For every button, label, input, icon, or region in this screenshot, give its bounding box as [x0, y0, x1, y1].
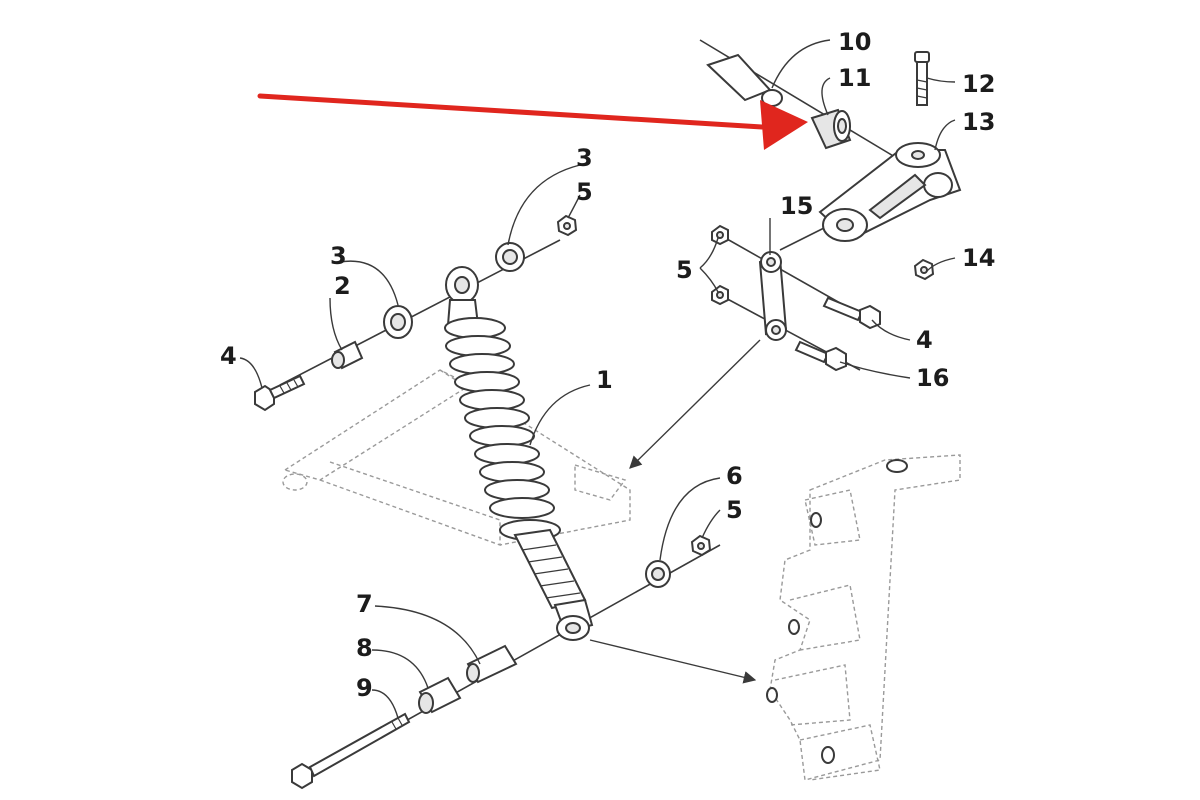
callout-7: 7 [356, 590, 373, 618]
bushing-3-left [383, 305, 413, 339]
callout-4-left: 4 [220, 342, 237, 370]
callout-leaders [239, 39, 956, 719]
callout-1: 1 [596, 366, 613, 394]
callout-9: 9 [356, 674, 373, 702]
spacer-7 [466, 644, 518, 684]
shock-absorber [444, 266, 594, 641]
nut-5-top [556, 214, 578, 237]
bolt-12 [914, 51, 930, 106]
callout-2: 2 [334, 272, 351, 300]
spacer-8 [418, 676, 462, 714]
callout-4-right: 4 [916, 326, 933, 354]
bushing-11-highlighted [810, 108, 852, 150]
callout-12: 12 [962, 70, 995, 98]
steering-knuckle-outline [766, 454, 961, 781]
bolt-9 [291, 712, 411, 790]
nut-5-link-lower [711, 284, 729, 306]
a-arm-frame-outline [282, 369, 631, 546]
callout-15: 15 [780, 192, 813, 220]
bolt-16 [794, 340, 847, 372]
callout-3-right: 3 [576, 144, 593, 172]
nut-5-bottom [690, 534, 712, 557]
install-arrows [589, 339, 761, 684]
highlight-arrow [257, 93, 808, 150]
callout-6: 6 [726, 462, 743, 490]
callout-10: 10 [838, 28, 871, 56]
nut-14 [913, 258, 935, 281]
callout-11: 11 [838, 64, 871, 92]
callout-5-bottom: 5 [726, 496, 743, 524]
cable-end-10 [706, 53, 783, 107]
rocker-arm-13 [818, 142, 962, 242]
callout-5-top: 5 [576, 178, 593, 206]
callout-13: 13 [962, 108, 995, 136]
callout-14: 14 [962, 244, 995, 272]
callout-16: 16 [916, 364, 949, 392]
bolt-4-left [254, 374, 306, 412]
bushing-3-right [495, 242, 525, 272]
nut-5-link-upper [711, 224, 729, 246]
callout-5-link: 5 [676, 256, 693, 284]
callout-numbers: 10 11 12 13 15 14 5 4 16 3 5 3 2 4 1 6 5… [220, 28, 995, 702]
bushing-6 [645, 560, 671, 588]
callout-3-left: 3 [330, 242, 347, 270]
callout-8: 8 [356, 634, 373, 662]
bolt-4-right [822, 296, 881, 330]
link-15 [758, 251, 788, 341]
spacer-2 [331, 340, 364, 370]
